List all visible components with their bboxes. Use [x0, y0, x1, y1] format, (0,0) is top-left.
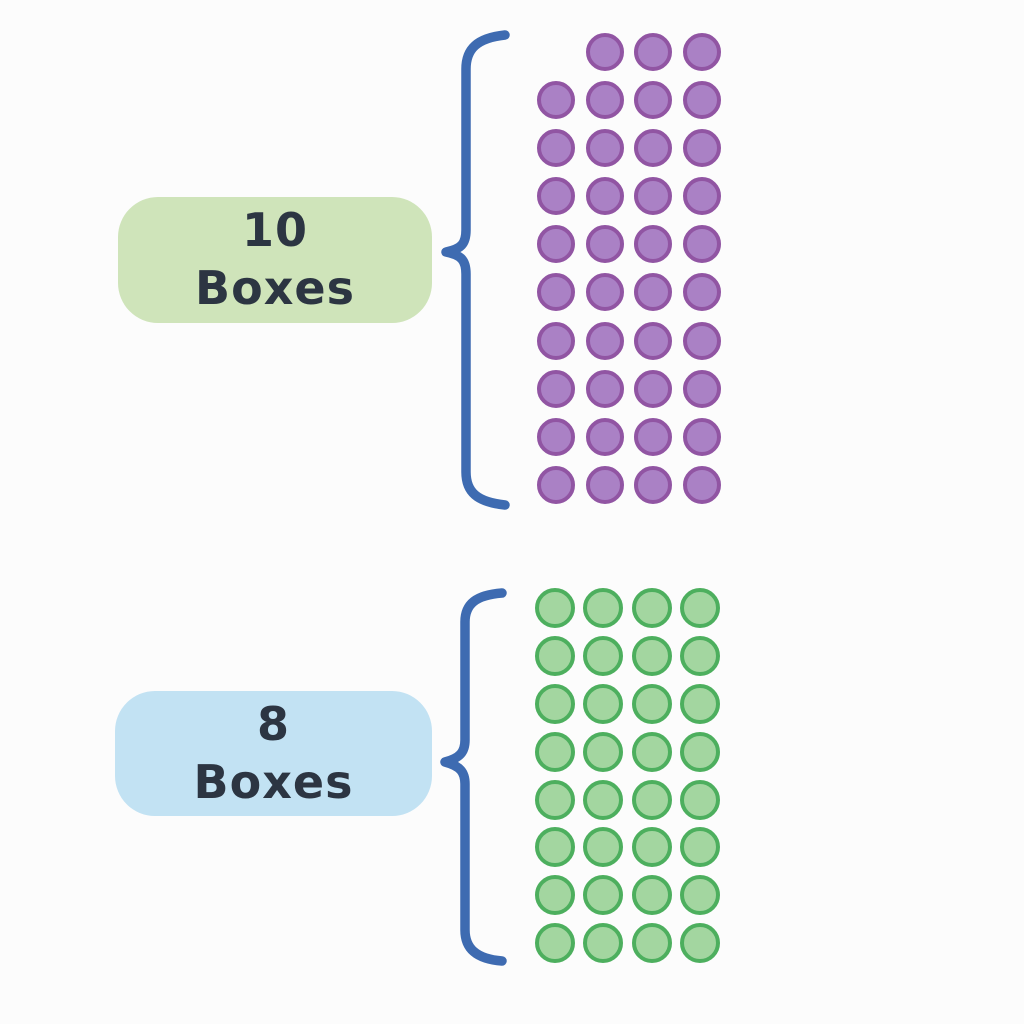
green-dot: [583, 635, 624, 676]
purple-dot: [585, 129, 624, 168]
purple-dot: [537, 225, 575, 264]
green-dot: [679, 827, 720, 868]
purple-dot: [537, 273, 575, 312]
green-dot: [535, 588, 575, 628]
purple-dot: [634, 465, 672, 504]
purple-dot: [682, 129, 721, 168]
green-dot: [583, 588, 624, 628]
purple-dot: [585, 273, 624, 312]
purple-dot: [682, 369, 721, 408]
purple-dot: [634, 417, 672, 456]
green-dot: [535, 635, 575, 676]
green-dot: [679, 588, 720, 628]
purple-dot: [634, 225, 672, 264]
green-dot: [583, 923, 624, 964]
purple-dot: [634, 129, 672, 168]
purple-dot: [537, 465, 575, 504]
purple-dot: [682, 225, 721, 264]
purple-dot: [634, 369, 672, 408]
purple-dot: [634, 273, 672, 312]
green-dot: [631, 683, 672, 724]
green-dot: [631, 635, 672, 676]
green-dot: [631, 779, 672, 820]
green-dot: [679, 683, 720, 724]
green-dot: [679, 779, 720, 820]
purple-dot: [585, 465, 624, 504]
green-dot: [535, 923, 575, 964]
green-dot: [631, 875, 672, 916]
green-dot: [583, 875, 624, 916]
ten-boxes-word: Boxes: [195, 261, 355, 315]
green-dot: [583, 827, 624, 868]
curly-brace-icon: [440, 588, 507, 966]
purple-dot: [537, 369, 575, 408]
purple-dot: [682, 321, 721, 360]
purple-dot: [634, 177, 672, 216]
green-dot: [679, 731, 720, 772]
purple-dot: [682, 33, 721, 71]
green-dot: [583, 683, 624, 724]
eight-boxes-number: 8: [256, 696, 290, 751]
green-dot: [631, 588, 672, 628]
green-dot: [631, 923, 672, 964]
green-dot: [535, 683, 575, 724]
purple-dot: [682, 417, 721, 456]
green-dot: [631, 827, 672, 868]
green-dot: [583, 779, 624, 820]
green-dot: [679, 635, 720, 676]
purple-dot: [537, 81, 575, 120]
purple-dot: [634, 81, 672, 120]
dot-grid-eight-boxes: [535, 588, 720, 964]
green-dot: [535, 875, 575, 916]
purple-dot: [585, 33, 624, 71]
purple-dot: [634, 321, 672, 360]
purple-dot: [537, 129, 575, 168]
eight-boxes-label: 8 Boxes: [115, 691, 432, 816]
green-dot: [583, 731, 624, 772]
purple-dot: [682, 273, 721, 312]
green-dot: [535, 827, 575, 868]
purple-dot: [537, 177, 575, 216]
dot-grid-ten-boxes: [537, 33, 721, 504]
purple-dot: [585, 369, 624, 408]
purple-dot: [537, 417, 575, 456]
green-dot: [679, 875, 720, 916]
purple-dot: [682, 465, 721, 504]
purple-dot: [585, 321, 624, 360]
purple-dot: [537, 321, 575, 360]
green-dot: [535, 731, 575, 772]
green-dot: [631, 731, 672, 772]
purple-dot: [682, 81, 721, 120]
purple-dot: [634, 33, 672, 71]
green-dot: [679, 923, 720, 964]
purple-dot: [682, 177, 721, 216]
ten-boxes-label: 10 Boxes: [118, 197, 432, 323]
purple-dot: [585, 417, 624, 456]
purple-dot: [585, 225, 624, 264]
curly-brace-icon: [441, 30, 510, 510]
ten-boxes-number: 10: [241, 203, 308, 258]
purple-dot: [585, 81, 624, 120]
eight-boxes-word: Boxes: [193, 754, 354, 809]
green-dot: [535, 779, 575, 820]
purple-dot: [585, 177, 624, 216]
